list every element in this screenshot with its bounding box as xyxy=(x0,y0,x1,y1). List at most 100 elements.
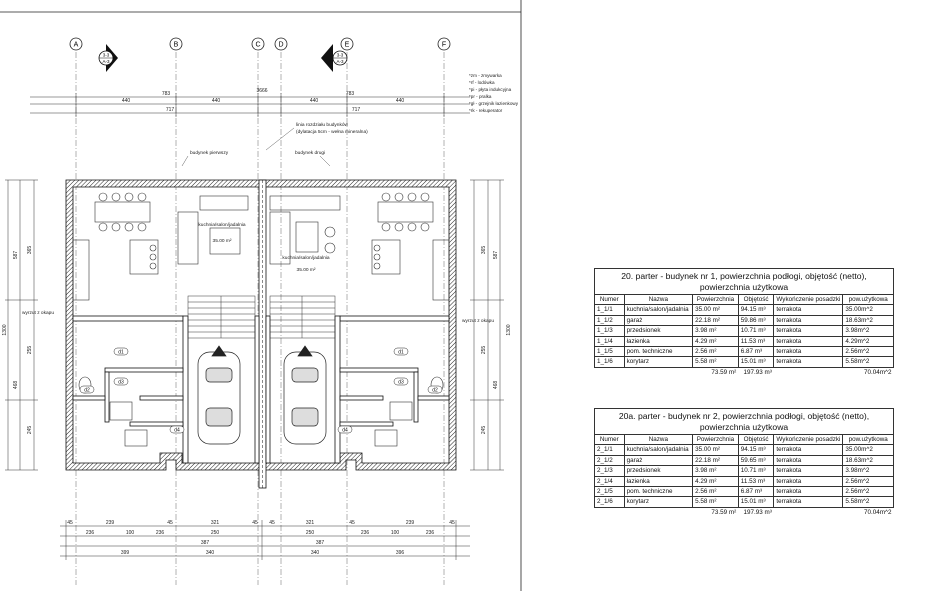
staircase-right xyxy=(269,295,336,339)
top-dimension-texts: 783 783 3666 440 440 440 440 717 717 xyxy=(122,88,405,113)
kitchen-island-right xyxy=(371,239,450,301)
svg-text:717: 717 xyxy=(352,107,361,113)
svg-text:(dylatacja 5cm - wełna mineral: (dylatacja 5cm - wełna mineralna) xyxy=(296,129,368,135)
area-table-building-2: 20a. parter - budynek nr 2, powierzchnia… xyxy=(594,408,894,518)
column-header: Numer xyxy=(594,433,625,446)
svg-text:321: 321 xyxy=(306,520,315,526)
svg-text:321: 321 xyxy=(211,520,220,526)
left-dimension-texts: 587 1300 468 365 255 245 xyxy=(2,246,33,435)
cell: 35.00m^2 xyxy=(842,444,894,456)
cell: 11.53 m³ xyxy=(737,475,775,488)
cell: 59.86 m³ xyxy=(737,314,775,327)
table-header-row: Numer Nazwa Powierzchnia Objętość Wykońc… xyxy=(594,433,894,446)
cell: 2.56m^2 xyxy=(842,475,894,488)
svg-text:250: 250 xyxy=(306,530,315,536)
svg-text:783: 783 xyxy=(162,91,171,97)
svg-text:3-3: 3-3 xyxy=(337,53,344,58)
svg-text:440: 440 xyxy=(310,98,319,104)
cell: terrakota xyxy=(773,346,844,358)
grid-axis-bubbles: A B C D E F xyxy=(69,37,451,51)
cell: 3.98m^2 xyxy=(842,325,894,337)
svg-text:783: 783 xyxy=(346,91,355,97)
svg-text:*rk - rekuperator: *rk - rekuperator xyxy=(469,108,503,113)
column-header: Nazwa xyxy=(623,293,694,306)
kitchen-island-left xyxy=(72,239,159,301)
total-volume: 197.93 m³ xyxy=(743,368,772,376)
svg-text:45: 45 xyxy=(252,520,258,526)
svg-text:d1: d1 xyxy=(398,350,404,356)
cell: terrakota xyxy=(773,304,844,316)
cell: 10.71 m³ xyxy=(737,325,775,337)
cell: 35.00 m² xyxy=(692,444,739,456)
axis-bubble-b: B xyxy=(169,37,183,51)
cell: 59.65 m³ xyxy=(737,454,775,467)
svg-text:*rf - lodówka: *rf - lodówka xyxy=(469,80,495,85)
cell: garaż xyxy=(623,454,694,467)
svg-text:245: 245 xyxy=(481,426,487,435)
cell: 6.87 m³ xyxy=(737,346,775,358)
svg-text:239: 239 xyxy=(106,520,115,526)
svg-text:440: 440 xyxy=(122,98,131,104)
cell: 1_1/3 xyxy=(594,325,625,337)
svg-text:3-3: 3-3 xyxy=(103,53,110,58)
bottom-dimension-texts: 45 239 45 321 45 45 321 45 239 45 236 10… xyxy=(67,520,455,556)
cell: pom. techniczne xyxy=(623,346,694,358)
table-totals-row: 73.59 m² 197.93 m³ 70.04m^2 xyxy=(595,507,894,517)
column-header: Wykończenie posadzki xyxy=(773,433,844,446)
svg-text:45: 45 xyxy=(167,520,173,526)
svg-text:396: 396 xyxy=(396,550,405,556)
cell: 6.87 m³ xyxy=(737,486,775,498)
right-dimension-texts: 587 1300 468 365 255 245 xyxy=(481,246,512,435)
cell: 1_1/5 xyxy=(594,346,625,358)
svg-text:100: 100 xyxy=(126,530,135,536)
svg-text:A-3: A-3 xyxy=(102,59,110,64)
svg-text:255: 255 xyxy=(27,346,33,355)
bathroom-fixtures xyxy=(78,376,444,447)
cell: 5.58m^2 xyxy=(842,356,894,368)
svg-text:365: 365 xyxy=(27,246,33,255)
cell: 1_1/4 xyxy=(594,335,625,348)
cell: terrakota xyxy=(773,486,844,498)
cell: 2.56 m² xyxy=(692,346,739,358)
cell: 5.58m^2 xyxy=(842,496,894,508)
cell: terrakota xyxy=(773,465,844,477)
total-volume: 197.93 m³ xyxy=(743,508,772,516)
area-table-building-1: 20. parter - budynek nr 1, powierzchnia … xyxy=(594,268,894,378)
column-header: pow.użytkowa xyxy=(842,293,894,306)
svg-text:340: 340 xyxy=(311,550,320,556)
svg-text:d1: d1 xyxy=(118,350,124,356)
svg-text:kuchnia/salon/jadalnia: kuchnia/salon/jadalnia xyxy=(198,222,246,228)
svg-text:kuchnia/salon/jadalnia: kuchnia/salon/jadalnia xyxy=(282,255,330,261)
svg-text:468: 468 xyxy=(493,381,499,390)
cell: pom. techniczne xyxy=(623,486,694,498)
cell: 94.15 m³ xyxy=(737,444,775,456)
cell: 3.98 m² xyxy=(692,465,739,477)
cell: terrakota xyxy=(773,356,844,368)
svg-text:236: 236 xyxy=(156,530,165,536)
column-header: Wykończenie posadzki xyxy=(773,293,844,306)
svg-text:D: D xyxy=(278,42,283,49)
section-marker-left: 3-3 A-3 xyxy=(98,44,118,72)
svg-text:45: 45 xyxy=(349,520,355,526)
total-area: 73.59 m² xyxy=(711,508,737,516)
svg-text:440: 440 xyxy=(396,98,405,104)
cell: 4.29 m² xyxy=(692,335,739,348)
cell: terrakota xyxy=(773,335,844,348)
cell: kuchnia/salon/jadalnia xyxy=(623,444,694,456)
cell: 2.56m^2 xyxy=(842,346,894,358)
cell: 5.58 m² xyxy=(692,496,739,508)
axis-bubble-e: E xyxy=(340,37,354,51)
total-usable: 70.04m^2 xyxy=(864,508,892,516)
cell: 1_1/2 xyxy=(594,314,625,327)
svg-text:d4: d4 xyxy=(342,428,348,434)
room-tags: d1 d2 d3 d4 d1 d2 d3 d4 xyxy=(79,347,443,434)
